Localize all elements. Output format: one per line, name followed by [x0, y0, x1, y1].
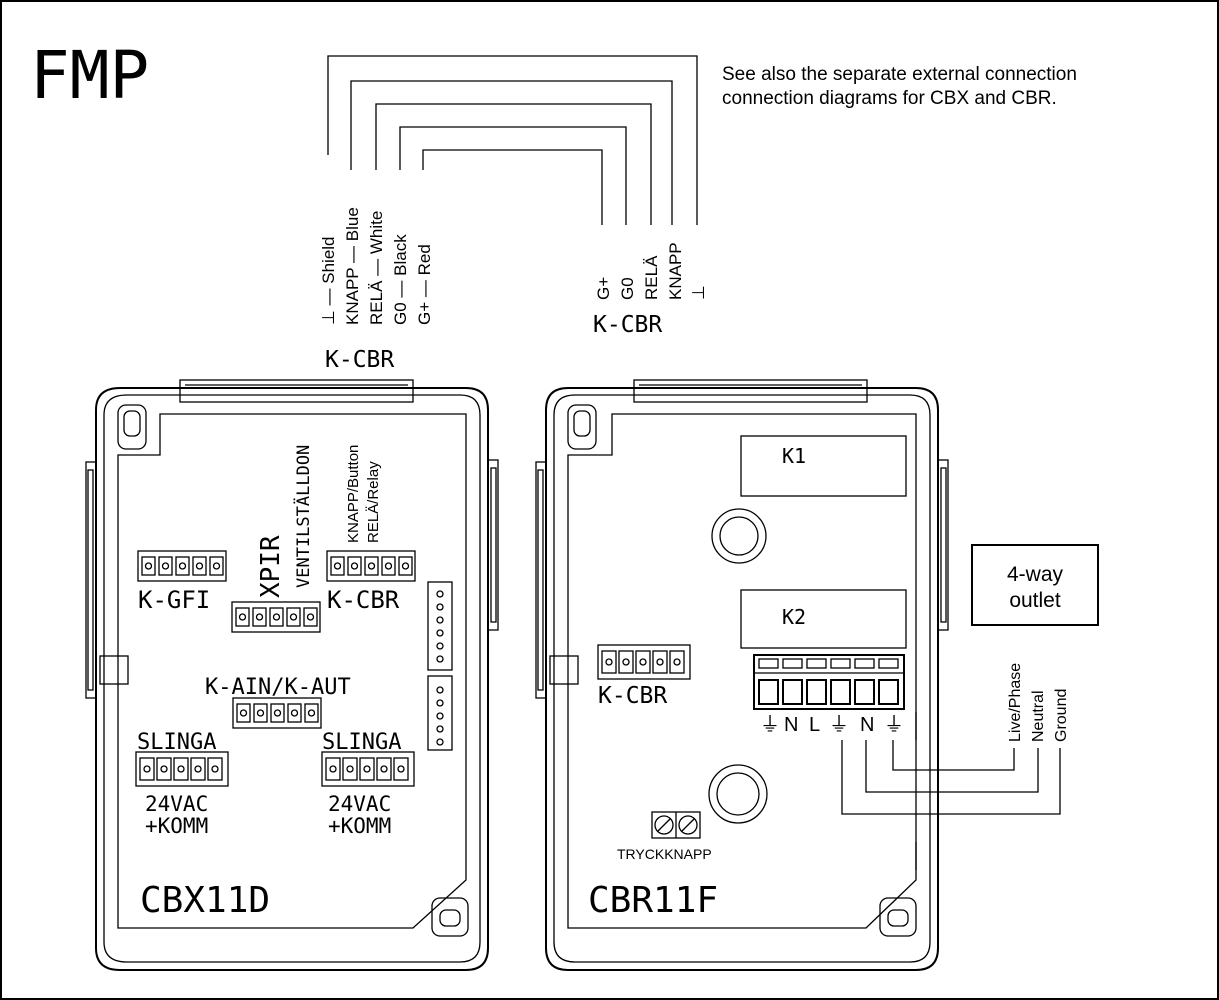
page-title: FMP — [30, 37, 149, 114]
terminal-l: L — [809, 714, 820, 736]
signal-right-ground: ⊥ — [689, 285, 708, 300]
power-wires — [841, 712, 1061, 870]
cbr-terminal-block — [753, 654, 905, 710]
signal-shield: ⊥ ― Shield — [319, 236, 338, 325]
cbx-k-ain-aut-label: K-AIN/K-AUT — [205, 675, 351, 700]
terminal-ground-2: ⏚ — [829, 714, 849, 736]
cbx-slinga-right-label: SLINGA — [322, 730, 401, 755]
cbx-supply-left-1: 24VAC — [145, 792, 208, 816]
outlet-box — [971, 544, 1099, 626]
cable-right-signals: G+ G0 RELÄ KNAPP ⊥ — [594, 242, 708, 300]
terminal-ground-3: ⏚ — [884, 714, 904, 736]
cbx-connector-slinga-right — [321, 751, 415, 787]
cbx-rela-relay-label: RELÄ/Relay — [365, 461, 382, 543]
cbx-supply-right-1: 24VAC — [328, 792, 391, 816]
cbx-pin-strip — [427, 581, 453, 751]
cbx-xpir-label: XPIR — [256, 535, 286, 598]
cbr-push-button-terminal — [651, 811, 701, 839]
signal-right-knapp: KNAPP — [666, 242, 685, 300]
signal-right-gplus: G+ — [594, 277, 613, 300]
wire-ground: Ground — [1053, 689, 1070, 742]
cbr-enclosure — [535, 379, 949, 971]
cbr-k1-label: K1 — [782, 444, 806, 468]
cbr-name: CBR11F — [588, 880, 718, 921]
cable-left-signals: ⊥ ― Shield KNAPP ― Blue RELÄ ― White G0 … — [319, 207, 434, 325]
signal-g0-black: G0 ― Black — [391, 234, 410, 325]
cbr-k2-label: K2 — [782, 605, 806, 629]
note-line-1: See also the separate external connectio… — [722, 64, 1077, 85]
cbx-ventil-label: VENTILSTÄLLDON — [293, 445, 314, 588]
cbr-terminal-labels: ⏚ N L ⏚ N ⏚ — [760, 714, 904, 736]
cbx-name: CBX11D — [140, 880, 270, 921]
cable-right-label: K-CBR — [593, 312, 662, 338]
cbr-round-boss-bottom — [708, 764, 768, 824]
cable-left-label: K-CBR — [325, 347, 394, 373]
cbx-knapp-button-label: KNAPP/Button — [345, 445, 362, 543]
outlet-wire-labels: Live/Phase Neutral Ground — [1007, 663, 1070, 742]
wire-live-phase: Live/Phase — [1007, 663, 1024, 742]
cbr-k2-box — [740, 589, 907, 649]
cbx-k-gfi-label: K-GFI — [138, 586, 210, 614]
outlet-label-2: outlet — [1009, 589, 1061, 612]
wire-neutral: Neutral — [1030, 690, 1047, 742]
signal-rela-white: RELÄ ― White — [367, 211, 386, 325]
cbr-tryckknapp-label: TRYCKKNAPP — [617, 846, 712, 862]
cbx-supply-left-2: +KOMM — [145, 814, 208, 838]
signal-knapp-blue: KNAPP ― Blue — [343, 207, 362, 325]
note-line-2: connection diagrams for CBX and CBR. — [722, 88, 1057, 109]
cbr-round-boss-top — [711, 508, 767, 564]
cable-wires — [327, 55, 698, 225]
cbr-connector-k-cbr — [597, 644, 691, 680]
cbx-connector-k-cbr — [326, 550, 416, 582]
terminal-n-1: N — [784, 714, 798, 736]
signal-right-rela: RELÄ — [642, 255, 661, 300]
terminal-n-2: N — [860, 714, 874, 736]
cbx-slinga-left-label: SLINGA — [137, 730, 216, 755]
cbx-connector-k-gfi — [137, 550, 227, 582]
cbx-connector-k-ain — [232, 697, 322, 729]
terminal-ground-1: ⏚ — [760, 714, 780, 736]
cbx-connector-slinga-left — [135, 751, 229, 787]
cbx-connector-xpir — [231, 601, 321, 633]
cbx-supply-right-2: +KOMM — [328, 814, 391, 838]
signal-gplus-red: G+ ― Red — [415, 244, 434, 325]
cbx-k-cbr-label: K-CBR — [327, 586, 400, 614]
outlet-label-1: 4-way — [1007, 563, 1064, 586]
cbr-k1-box — [740, 435, 907, 497]
cbr-k-cbr-label: K-CBR — [598, 683, 667, 709]
cbx-enclosure — [85, 379, 499, 971]
signal-right-g0: G0 — [618, 277, 637, 300]
